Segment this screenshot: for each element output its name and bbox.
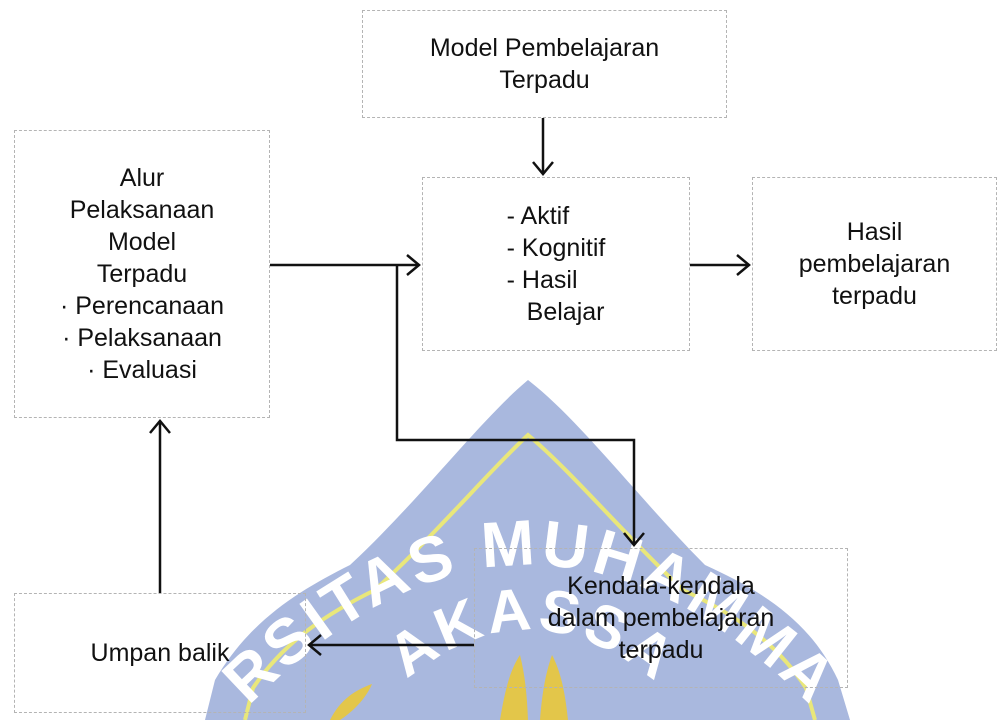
arrowhead-alur-to-aktif [406, 254, 421, 276]
box-alur-line-2: Pelaksanaan [69, 196, 215, 224]
box-hasil-line-1: Hasil [846, 218, 903, 246]
arrowhead-aktif-to-hasil [736, 254, 751, 276]
box-hasil-line-3: terpadu [832, 282, 917, 310]
box-model-line-1: Model Pembelajaran [429, 34, 660, 62]
box-kendala-line-1: Kendala-kendala [567, 572, 755, 600]
arrowhead-kendala-to-umpan [307, 634, 322, 656]
arrow-branch-to-kendala [395, 265, 636, 545]
box-aktif-item-hasil: - Hasil [506, 266, 578, 294]
box-umpan-balik: Umpan balik [14, 593, 306, 713]
box-aktif-list: - Aktif - Kognitif - Hasil Belajar [507, 200, 606, 328]
seal-emblem-center [500, 655, 568, 720]
seal-shield-outline [243, 432, 817, 720]
seal-leaf-left [330, 684, 372, 720]
box-alur-pelaksanaan: Alur Pelaksanaan Model Terpadu · Perenca… [14, 130, 270, 418]
box-aktif-item-belajar: Belajar [526, 298, 605, 326]
box-alur-line-4: Terpadu [96, 260, 188, 288]
seal-shield-shape [205, 380, 850, 720]
box-alur-item-evaluasi: · Evaluasi [87, 356, 197, 384]
box-aktif-item-kognitif: - Kognitif [506, 234, 606, 262]
arrowhead-model-to-aktif [532, 161, 554, 176]
box-alur-item-perencanaan: · Perencanaan [59, 292, 224, 320]
box-alur-line-3: Model [107, 228, 177, 256]
box-alur-item-pelaksanaan: · Pelaksanaan [62, 324, 222, 352]
box-hasil-pembelajaran: Hasil pembelajaran terpadu [752, 177, 997, 351]
box-model-pembelajaran-terpadu: Model Pembelajaran Terpadu [362, 10, 727, 118]
box-kendala-line-2: dalam pembelajaran [547, 604, 775, 632]
box-aktif-item-aktif: - Aktif [506, 202, 570, 230]
box-model-line-2: Terpadu [499, 66, 590, 94]
arrowhead-branch-to-kendala [623, 532, 645, 547]
box-kendala-kendala: Kendala-kendala dalam pembelajaran terpa… [474, 548, 848, 688]
arrowhead-umpan-to-alur [149, 419, 171, 434]
box-umpan-label: Umpan balik [90, 639, 230, 667]
box-kendala-line-3: terpadu [618, 636, 704, 664]
box-hasil-line-2: pembelajaran [798, 250, 951, 278]
box-alur-line-1: Alur [119, 164, 165, 192]
box-aktif-kognitif: - Aktif - Kognitif - Hasil Belajar [422, 177, 690, 351]
